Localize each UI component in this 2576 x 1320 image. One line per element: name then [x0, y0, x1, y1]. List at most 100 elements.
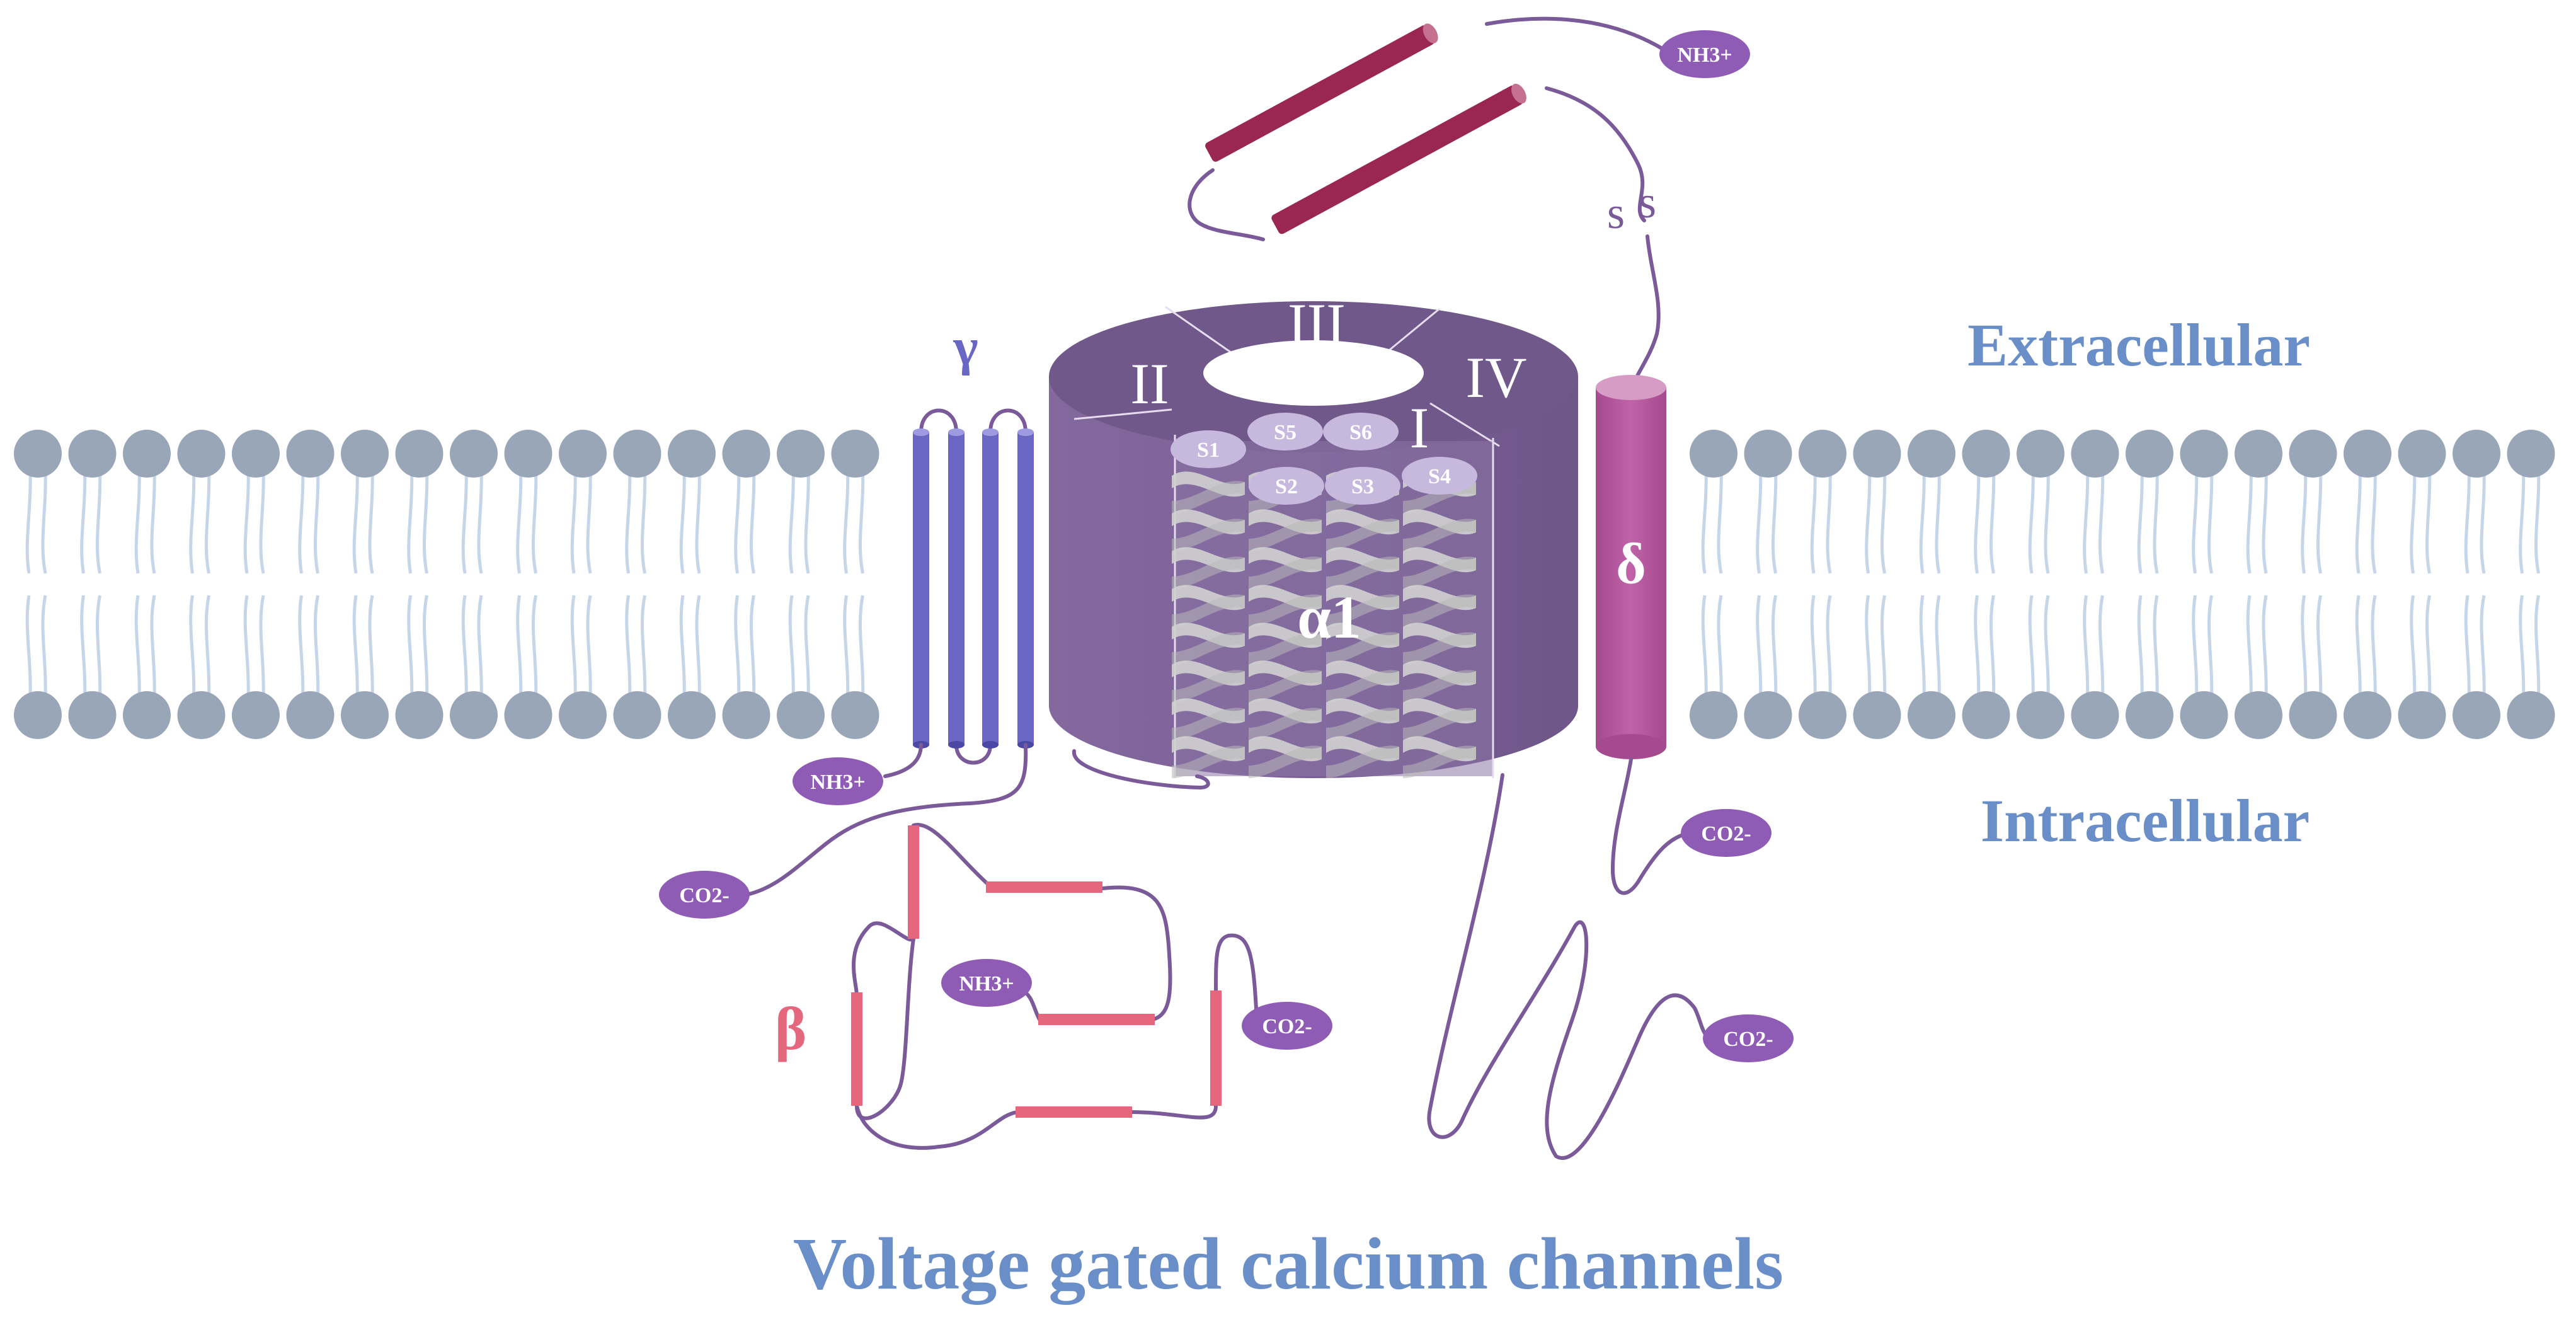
lipid-bilayer [14, 430, 2555, 739]
gamma-loop-bottom [954, 743, 992, 765]
lipid [1853, 430, 1901, 739]
lipid-head-top [395, 430, 444, 478]
lipid-head-top [1853, 430, 1901, 478]
alpha1-loop-bottom [1072, 749, 1210, 789]
lipid [1690, 430, 1737, 739]
gamma-helices [913, 428, 1034, 749]
alpha2-loop-right [1545, 86, 1646, 222]
lipid-head-bottom [722, 691, 770, 739]
lipid [613, 430, 661, 739]
svg-text:CO2-: CO2- [1262, 1015, 1312, 1038]
svg-text:NH3+: NH3+ [959, 972, 1014, 996]
gamma-subunit: γ NH3+ CO2- [659, 318, 1034, 919]
lipid [2453, 430, 2500, 739]
lipid-head-top [668, 430, 716, 478]
lipid-head-bottom [2071, 691, 2119, 739]
gamma-n-tail [883, 743, 923, 778]
lipid-head-top [2126, 430, 2173, 478]
delta-c-tail [1611, 757, 1690, 895]
lipid [286, 430, 335, 739]
alpha2-delta-link [1630, 234, 1661, 389]
lipid-head-bottom [1690, 691, 1737, 739]
lipid-head-bottom [14, 691, 62, 739]
lipid-head-bottom [177, 691, 226, 739]
extracellular-label: Extracellular [1967, 311, 2310, 379]
lipid-head-top [2453, 430, 2500, 478]
lipid [668, 430, 716, 739]
lipid-head-top [123, 430, 171, 478]
alpha1-segment-caps: S1 S5 S6 S2 S3 S4 [1171, 413, 1477, 505]
lipid-head-top [2017, 430, 2064, 478]
gamma-c-tail [745, 743, 1028, 897]
delta-label: δ [1616, 531, 1646, 595]
gamma-helix-3 [982, 428, 999, 749]
lipid [2398, 430, 2446, 739]
lipid [450, 430, 498, 739]
lipid-head-top [341, 430, 389, 478]
beta-helix-3 [851, 992, 862, 1106]
delta-subunit: δ CO2- [1596, 375, 1772, 895]
segment-s5: S5 [1247, 413, 1323, 451]
lipid-head-bottom [613, 691, 661, 739]
beta-label: β [775, 995, 807, 1062]
beta-loop-d [1101, 885, 1172, 1021]
lipid [14, 430, 62, 739]
lipid [2126, 430, 2173, 739]
beta-loop-c [855, 937, 915, 1120]
lipid [1962, 430, 2010, 739]
gamma-label: γ [953, 318, 978, 376]
lipid-head-top [2344, 430, 2391, 478]
beta-helices [851, 825, 1222, 1118]
lipid [232, 430, 280, 739]
lipid [2180, 430, 2228, 739]
segment-s1: S1 [1171, 430, 1246, 468]
lipid-head-bottom [1962, 691, 2010, 739]
lipid-head-top [14, 430, 62, 478]
alpha1-subunit: S1 S5 S6 S2 S3 S4 III II IV I α1 CO2- [1049, 292, 1794, 1160]
svg-text:S1: S1 [1197, 439, 1220, 462]
lipid-head-bottom [2289, 691, 2337, 739]
beta-helix-5 [1016, 1106, 1132, 1118]
intracellular-label: Intracellular [1981, 787, 2310, 854]
lipid-head-bottom [777, 691, 825, 739]
gamma-loop-top-1 [919, 408, 958, 434]
lipid-head-bottom [286, 691, 335, 739]
lipid-head-bottom [395, 691, 444, 739]
domain-label-ii: II [1130, 352, 1169, 416]
lipid-head-top [2180, 430, 2228, 478]
alpha2-rod-lower [1271, 83, 1526, 234]
co2-terminal-beta: CO2- [1242, 1002, 1332, 1050]
lipid [1744, 430, 1792, 739]
lipid-head-bottom [2344, 691, 2391, 739]
lipid-head-top [831, 430, 879, 478]
alpha1-pore [1203, 340, 1424, 406]
gamma-loop-top-2 [988, 408, 1028, 434]
svg-text:CO2-: CO2- [1701, 822, 1751, 846]
helix-column-1 [1172, 471, 1245, 778]
lipid-head-top [2235, 430, 2282, 478]
domain-label-i: I [1410, 396, 1429, 460]
gamma-helix-2 [948, 428, 965, 749]
lipid [2507, 430, 2555, 739]
nh3-terminal-gamma: NH3+ [793, 757, 883, 805]
lipid-head-top [1799, 430, 1846, 478]
lipid-head-bottom [123, 691, 171, 739]
alpha2-subunit: NH3+ s s [1188, 16, 1750, 389]
lipid-head-bottom [1853, 691, 1901, 739]
domain-label-iv: IV [1465, 345, 1526, 410]
lipid-head-top [1962, 430, 2010, 478]
segment-s4: S4 [1402, 457, 1477, 495]
beta-helix-2 [986, 881, 1102, 893]
lipid-head-top [613, 430, 661, 478]
lipid-head-top [450, 430, 498, 478]
beta-loop-b [852, 921, 915, 997]
lipid-head-bottom [668, 691, 716, 739]
lipid-head-bottom [1799, 691, 1846, 739]
lipid [123, 430, 171, 739]
lipid-head-top [68, 430, 117, 478]
beta-helix-4 [1038, 1014, 1155, 1025]
svg-text:CO2-: CO2- [1723, 1028, 1773, 1051]
lipid-head-bottom [1744, 691, 1792, 739]
beta-loop-e [855, 1104, 1019, 1150]
lipid [722, 430, 770, 739]
